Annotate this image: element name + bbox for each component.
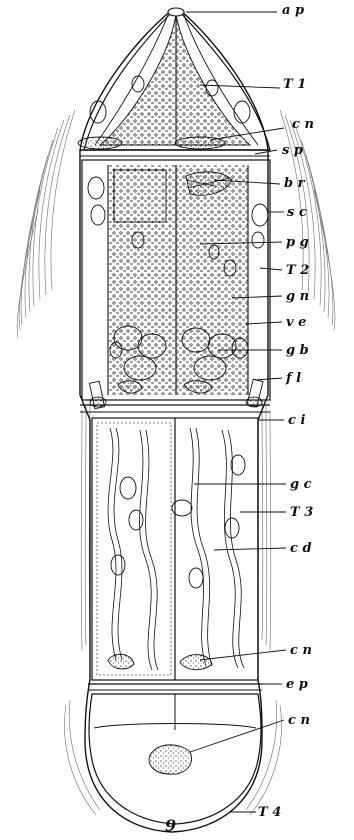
label-cell-nucleus-mid: c n	[290, 644, 312, 657]
label-sp: s p	[282, 144, 303, 157]
label-pg: p g	[286, 236, 309, 249]
label-gb: g b	[286, 344, 309, 357]
label-ve: v e	[286, 316, 306, 329]
label-fl: f l	[286, 372, 301, 385]
label-sc: s c	[287, 206, 307, 219]
label-segment-t2: T 2	[286, 264, 309, 277]
label-ep: e p	[286, 678, 308, 691]
apical-pore	[168, 8, 184, 16]
label-gn: g n	[286, 290, 309, 303]
label-ci: c i	[288, 414, 305, 427]
label-cell-nucleus-bottom: c n	[288, 714, 310, 727]
label-br: b r	[284, 177, 304, 190]
label-cell-nucleus-top: c n	[292, 118, 314, 131]
label-cd: c d	[290, 542, 312, 555]
label-segment-t3: T 3	[290, 506, 313, 519]
figure-number: 9	[165, 818, 176, 834]
label-gc: g c	[290, 478, 312, 491]
label-segment-t1: T 1	[283, 78, 306, 91]
label-apical-pore: a p	[282, 4, 304, 17]
label-segment-t4: T 4	[258, 806, 281, 819]
